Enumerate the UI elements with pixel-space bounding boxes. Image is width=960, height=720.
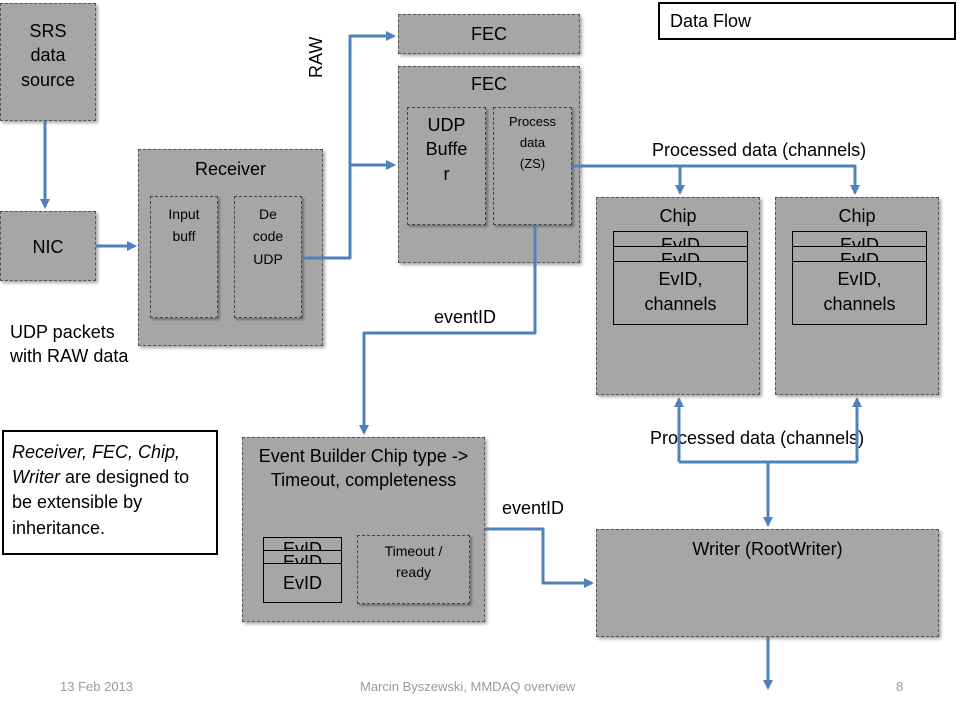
footer-date: 13 Feb 2013 <box>60 679 134 694</box>
title-box: Data Flow <box>658 2 956 40</box>
input-buff-box: Input buff <box>150 196 218 318</box>
receiver-label: Receiver <box>194 159 267 179</box>
arrow-event-builder-to-writer <box>485 527 594 588</box>
writer-box: Writer (RootWriter) <box>596 529 939 637</box>
evid-channels-line1: EvID, <box>837 269 882 289</box>
udp-buffer-box: UDP Buffe r <box>407 107 486 225</box>
event-builder-box: Event Builder Chip type -> Timeout, comp… <box>242 437 485 622</box>
evid-channels-line2: channels <box>644 294 717 314</box>
udp-packets-line2: with RAW data <box>10 346 129 367</box>
process-data-label: Process data (ZS) <box>509 114 556 171</box>
diagram-title: Data Flow <box>670 11 752 31</box>
input-buff-label: Input buff <box>168 206 200 245</box>
chip-box-left: Chip EvID EvID EvID, channels <box>596 197 760 395</box>
footer-author: Marcin Byszewski, MMDAQ overview <box>360 679 576 694</box>
arrow-process-to-chip-left <box>571 164 685 195</box>
fec-raw-label: FEC <box>471 24 507 44</box>
arrow-process-to-chip-right <box>680 164 860 195</box>
decode-udp-label: De code UDP <box>252 206 284 267</box>
writer-label: Writer (RootWriter) <box>692 539 843 559</box>
arrow-decode-to-fec-raw <box>301 31 396 260</box>
footer-page-number: 8 <box>896 679 904 694</box>
evid-builder-front: EvID <box>263 563 342 603</box>
chip-label-left: Chip <box>659 206 697 226</box>
event-id-bottom-label: eventID <box>502 498 565 518</box>
process-data-box: Process data (ZS) <box>493 107 572 225</box>
processed-data-top-label: Processed data (channels) <box>652 140 867 160</box>
event-id-top-label: eventID <box>434 307 497 327</box>
event-builder-label: Event Builder Chip type -> Timeout, comp… <box>258 446 469 491</box>
udp-buffer-label: UDP Buffe r <box>425 115 468 184</box>
chip-box-right: Chip EvID EvID EvID, channels <box>775 197 939 395</box>
fec-label: FEC <box>471 74 507 94</box>
evid-builder-front-label: EvID <box>282 573 322 593</box>
note-italic-writer: Writer <box>12 467 60 488</box>
receiver-box: Receiver Input buff De code UDP <box>138 149 323 346</box>
inheritance-note: Receiver, FEC, Chip, Writer are designed… <box>2 430 218 555</box>
nic-label: NIC <box>32 237 64 257</box>
note-italic-classes: Receiver, FEC, Chip, <box>12 442 181 462</box>
timeout-ready-box: Timeout / ready <box>357 535 470 604</box>
nic-box: NIC <box>0 211 96 281</box>
udp-packets-label: UDP packets with RAW data <box>10 320 128 369</box>
udp-packets-line1: UDP packets <box>10 322 115 342</box>
evid-channels-line1: EvID, <box>658 269 703 289</box>
evid-channels-card: EvID, channels <box>792 261 927 325</box>
srs-data-source-box: SRS data source <box>0 3 96 121</box>
evid-channels-line2: channels <box>823 294 896 314</box>
chip-label-right: Chip <box>838 206 876 226</box>
timeout-ready-label: Timeout / ready <box>384 543 443 580</box>
fec-raw-box: FEC <box>398 14 580 54</box>
arrow-process-to-event-builder <box>359 225 537 435</box>
processed-data-bottom-label: Processed data (channels) <box>650 428 865 448</box>
fec-box: FEC UDP Buffe r Process data (ZS) <box>398 66 580 263</box>
evid-channels-card: EvID, channels <box>613 261 748 325</box>
srs-data-source-label: SRS data source <box>20 21 76 90</box>
decode-udp-box: De code UDP <box>234 196 302 318</box>
note-text: are designed to be extensible by inherit… <box>12 467 190 538</box>
